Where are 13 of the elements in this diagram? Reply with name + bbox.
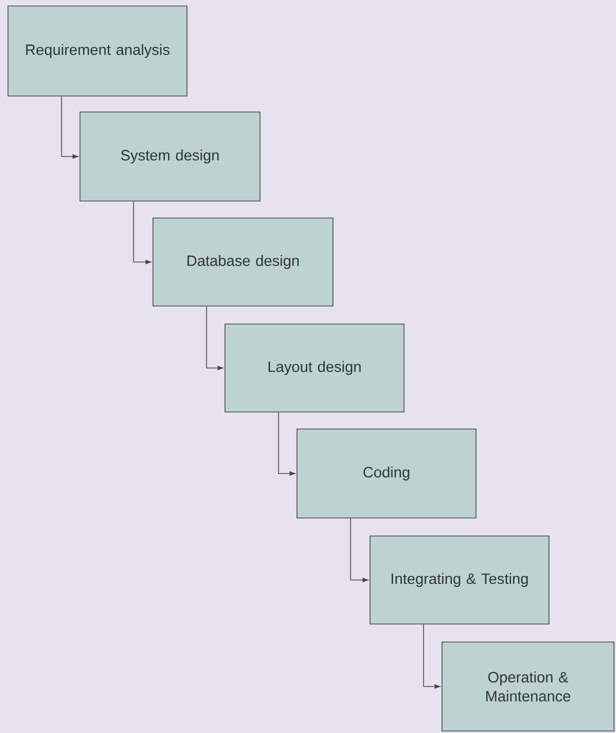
arrow bbox=[61, 96, 78, 159]
arrow bbox=[350, 518, 368, 582]
arrow bbox=[278, 412, 296, 476]
process-box: System design bbox=[80, 112, 260, 202]
process-box: Coding bbox=[296, 428, 476, 518]
process-box: Requirement analysis bbox=[8, 6, 188, 96]
arrow bbox=[133, 201, 152, 264]
arrow bbox=[423, 624, 440, 689]
process-box: Integrating & Testing bbox=[370, 536, 550, 624]
process-box: Layout design bbox=[224, 324, 404, 412]
process-box: Database design bbox=[152, 218, 334, 306]
arrow bbox=[206, 306, 224, 370]
process-box: Operation & Maintenance bbox=[442, 642, 614, 732]
